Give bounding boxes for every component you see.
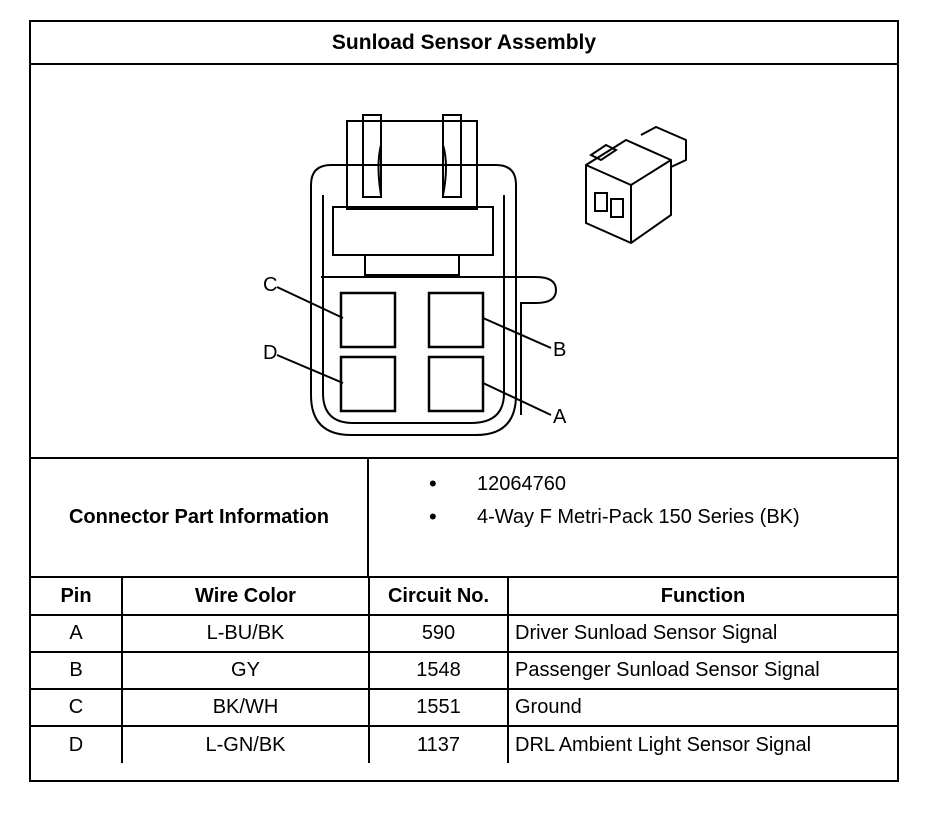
connector-info-item: • 4-Way F Metri-Pack 150 Series (BK) [429, 504, 800, 530]
pin-label-c: C [263, 274, 277, 296]
bullet-icon: • [429, 504, 437, 529]
function-cell: Driver Sunload Sensor Signal [507, 614, 897, 653]
function-cell: Passenger Sunload Sensor Signal [507, 651, 897, 690]
connector-info-list: • 12064760 • 4-Way F Metri-Pack 150 Seri… [369, 459, 897, 576]
pin-label-d: D [263, 342, 277, 364]
table-row: B GY 1548 Passenger Sunload Sensor Signa… [31, 651, 897, 690]
part-number: 12064760 [477, 472, 566, 495]
pin-cell: C [31, 688, 123, 727]
wire-color-cell: BK/WH [121, 688, 370, 727]
connector-face-illustration: C D B A [263, 114, 687, 436]
connector-drawing: C D B A [31, 65, 897, 459]
connector-description: 4-Way F Metri-Pack 150 Series (BK) [477, 505, 800, 528]
pin-cell: A [31, 614, 123, 653]
wire-color-cell: L-BU/BK [121, 614, 370, 653]
bullet-icon: • [429, 471, 437, 496]
connector-info-item: • 12064760 [429, 471, 566, 497]
connector-part-information: Connector Part Information • 12064760 • … [31, 459, 897, 578]
circuit-cell: 1548 [368, 651, 509, 690]
pin-cell: B [31, 651, 123, 690]
pin-label-b: B [553, 339, 566, 361]
table-header-row: Pin Wire Color Circuit No. Function [31, 578, 897, 616]
function-cell: Ground [507, 688, 897, 727]
table-row: A L-BU/BK 590 Driver Sunload Sensor Sign… [31, 614, 897, 653]
table-row: C BK/WH 1551 Ground [31, 688, 897, 727]
circuit-cell: 1137 [368, 725, 509, 763]
pin-label-a: A [553, 406, 567, 428]
wire-color-cell: L-GN/BK [121, 725, 370, 763]
circuit-cell: 590 [368, 614, 509, 653]
page-title: Sunload Sensor Assembly [31, 22, 897, 65]
column-header-wire-color: Wire Color [121, 578, 370, 616]
column-header-function: Function [507, 578, 897, 616]
circuit-cell: 1551 [368, 688, 509, 727]
function-cell: DRL Ambient Light Sensor Signal [507, 725, 897, 763]
table-row: D L-GN/BK 1137 DRL Ambient Light Sensor … [31, 725, 897, 763]
connector-sheet: Sunload Sensor Assembly [29, 20, 899, 782]
wire-color-cell: GY [121, 651, 370, 690]
pin-table: Pin Wire Color Circuit No. Function A L-… [31, 578, 897, 763]
connector-info-label: Connector Part Information [31, 459, 369, 576]
pin-cell: D [31, 725, 123, 763]
column-header-pin: Pin [31, 578, 123, 616]
column-header-circuit-no: Circuit No. [368, 578, 509, 616]
